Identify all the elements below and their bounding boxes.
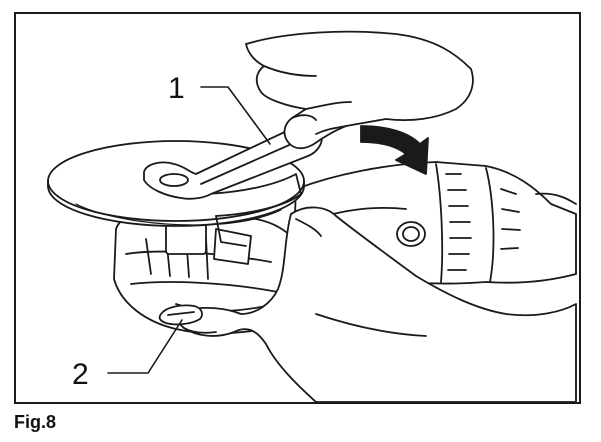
wheel-guard [205, 173, 302, 247]
callout-1-number: 1 [168, 72, 185, 105]
callout-1-leader [200, 86, 271, 145]
lower-hand [178, 206, 577, 402]
callout-2-number: 2 [72, 358, 89, 391]
rotation-direction-arrow [360, 125, 429, 175]
callout-2-leader [107, 319, 183, 374]
grinder-illustration: 1 2 [47, 30, 577, 402]
gear-housing [113, 210, 308, 335]
upper-hand [245, 30, 474, 150]
figure-caption: Fig.8 [14, 412, 57, 432]
figure-frame: 1 2 [14, 12, 581, 404]
shaft-lock [158, 304, 203, 326]
leader-lines [107, 86, 271, 374]
